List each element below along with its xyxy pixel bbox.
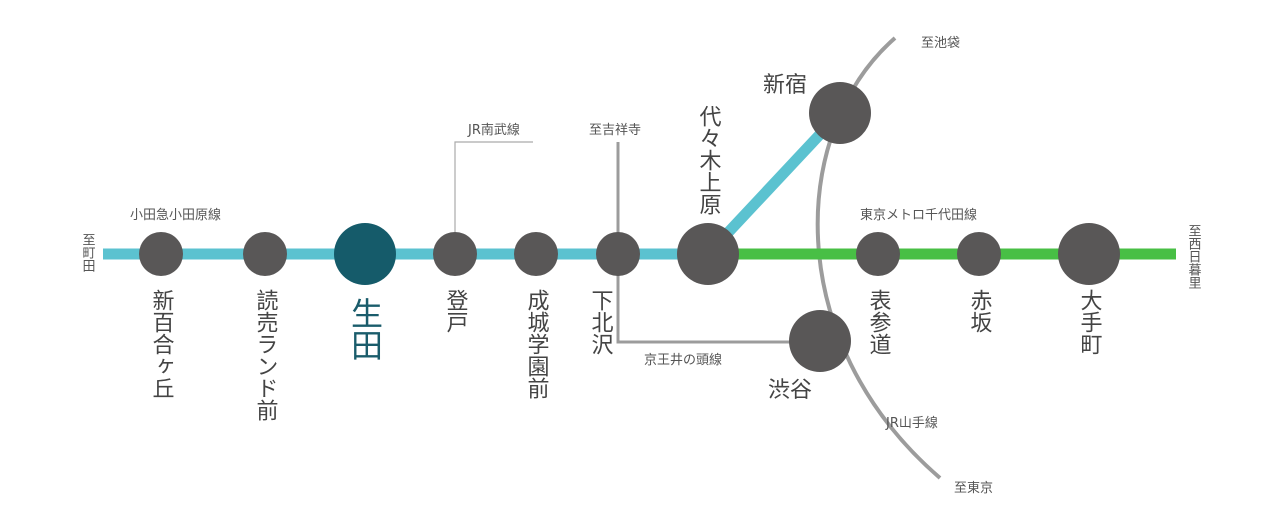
inokashira-line (616, 142, 790, 344)
station-dot-shibuya[interactable] (789, 310, 851, 372)
station-label-seijogakuen: 成城学園前 (524, 289, 550, 399)
station-dot-shinyurigaoka[interactable] (139, 232, 183, 276)
station-dot-otemachi[interactable] (1058, 223, 1120, 285)
station-label-ikuta: 生田 (346, 297, 384, 361)
odakyu-line-label: 小田急小田原線 (130, 207, 221, 223)
station-label-akasaka: 赤坂 (967, 289, 993, 333)
yamanote-line-label: JR山手線 (885, 415, 938, 431)
station-label-omotesando: 表参道 (866, 289, 892, 355)
station-label-yoyogiuehara: 代々木上原 (696, 105, 722, 215)
station-dot-yomiuriland[interactable] (243, 232, 287, 276)
direction-kichijoji: 至吉祥寺 (589, 123, 641, 138)
odakyu-branch-shinjuku (703, 109, 845, 258)
station-dot-shimokitazawa[interactable] (596, 232, 640, 276)
station-dot-shinjuku[interactable] (809, 82, 871, 144)
station-label-shinyurigaoka: 新百合ヶ丘 (149, 289, 175, 399)
nambu-line-label: JR南武線 (467, 122, 520, 138)
direction-nishinippori: 至西日暮里 (1186, 224, 1202, 289)
station-label-shibuya: 渋谷 (768, 378, 812, 403)
station-dot-akasaka[interactable] (957, 232, 1001, 276)
station-label-shimokitazawa: 下北沢 (588, 289, 614, 355)
direction-ikebukuro: 至池袋 (921, 36, 960, 51)
metro-chiyoda-line-label: 東京メトロ千代田線 (860, 207, 977, 223)
direction-tokyo: 至東京 (954, 480, 993, 496)
station-label-shinjuku: 新宿 (763, 73, 807, 98)
station-dot-yoyogiuehara[interactable] (677, 223, 739, 285)
station-label-otemachi: 大手町 (1077, 289, 1103, 355)
station-label-noborito: 登戸 (443, 289, 469, 333)
station-dot-omotesando[interactable] (856, 232, 900, 276)
yamanote-line (815, 36, 942, 480)
station-label-yomiuriland: 読売ランド前 (253, 289, 279, 421)
station-dot-ikuta[interactable] (334, 223, 396, 285)
station-dot-noborito[interactable] (433, 232, 477, 276)
direction-machida: 至町田 (80, 233, 96, 272)
station-dot-seijogakuen[interactable] (514, 232, 558, 276)
inokashira-line-label: 京王井の頭線 (644, 352, 722, 368)
nambu-connector (454, 141, 533, 232)
